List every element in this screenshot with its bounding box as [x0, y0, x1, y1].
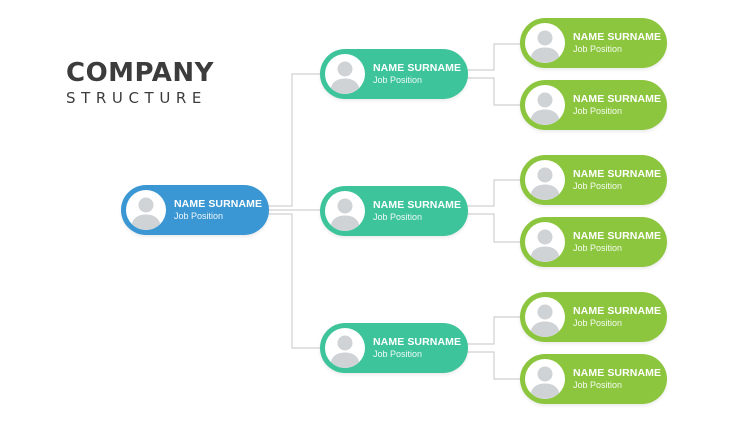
- connector-l1a-l2a: [466, 43, 522, 71]
- org-node-root: NAME SURNAME Job Position: [121, 185, 269, 235]
- connector-l1c-l2f: [466, 351, 522, 380]
- avatar-icon: [525, 23, 565, 63]
- node-role: Job Position: [174, 211, 224, 221]
- avatar-icon: [525, 222, 565, 262]
- node-name: NAME SURNAME: [373, 336, 462, 348]
- avatar-icon: [525, 359, 565, 399]
- node-role: Job Position: [573, 181, 623, 191]
- title-block: COMPANY STRUCTURE: [66, 58, 236, 108]
- org-node-l1c: NAME SURNAME Job Position: [320, 323, 468, 373]
- org-node-l2b: NAME SURNAME Job Position: [520, 80, 667, 130]
- connector-root-l1a: [268, 73, 322, 207]
- node-name: NAME SURNAME: [573, 305, 662, 317]
- node-name: NAME SURNAME: [573, 168, 662, 180]
- node-role: Job Position: [373, 349, 423, 359]
- node-name: NAME SURNAME: [573, 93, 662, 105]
- avatar-icon: [325, 54, 365, 94]
- org-node-l2d: NAME SURNAME Job Position: [520, 217, 667, 267]
- org-node-l2c: NAME SURNAME Job Position: [520, 155, 667, 205]
- node-name: NAME SURNAME: [573, 31, 662, 43]
- node-name: NAME SURNAME: [373, 62, 462, 74]
- org-node-l2f: NAME SURNAME Job Position: [520, 354, 667, 404]
- org-node-l2e: NAME SURNAME Job Position: [520, 292, 667, 342]
- node-role: Job Position: [373, 212, 423, 222]
- node-role: Job Position: [573, 106, 623, 116]
- avatar-icon: [525, 297, 565, 337]
- node-role: Job Position: [573, 318, 623, 328]
- connector-root-l1c: [268, 213, 322, 349]
- avatar-icon: [325, 191, 365, 231]
- avatar-icon: [525, 85, 565, 125]
- node-role: Job Position: [573, 44, 623, 54]
- title-main: COMPANY: [66, 58, 214, 88]
- node-name: NAME SURNAME: [373, 199, 462, 211]
- node-name: NAME SURNAME: [573, 230, 662, 242]
- connector-l1b-l2d: [466, 213, 522, 243]
- avatar-icon: [126, 190, 166, 230]
- avatar-icon: [325, 328, 365, 368]
- node-name: NAME SURNAME: [573, 367, 662, 379]
- connector-l1c-l2e: [466, 316, 522, 345]
- org-node-l1b: NAME SURNAME Job Position: [320, 186, 468, 236]
- org-node-l1a: NAME SURNAME Job Position: [320, 49, 468, 99]
- node-role: Job Position: [573, 243, 623, 253]
- org-node-l2a: NAME SURNAME Job Position: [520, 18, 667, 68]
- node-role: Job Position: [373, 75, 423, 85]
- connector-l1b-l2c: [466, 179, 522, 207]
- title-sub: STRUCTURE: [66, 89, 208, 107]
- node-name: NAME SURNAME: [174, 198, 263, 210]
- connector-l1a-l2b: [466, 77, 522, 106]
- node-role: Job Position: [573, 380, 623, 390]
- avatar-icon: [525, 160, 565, 200]
